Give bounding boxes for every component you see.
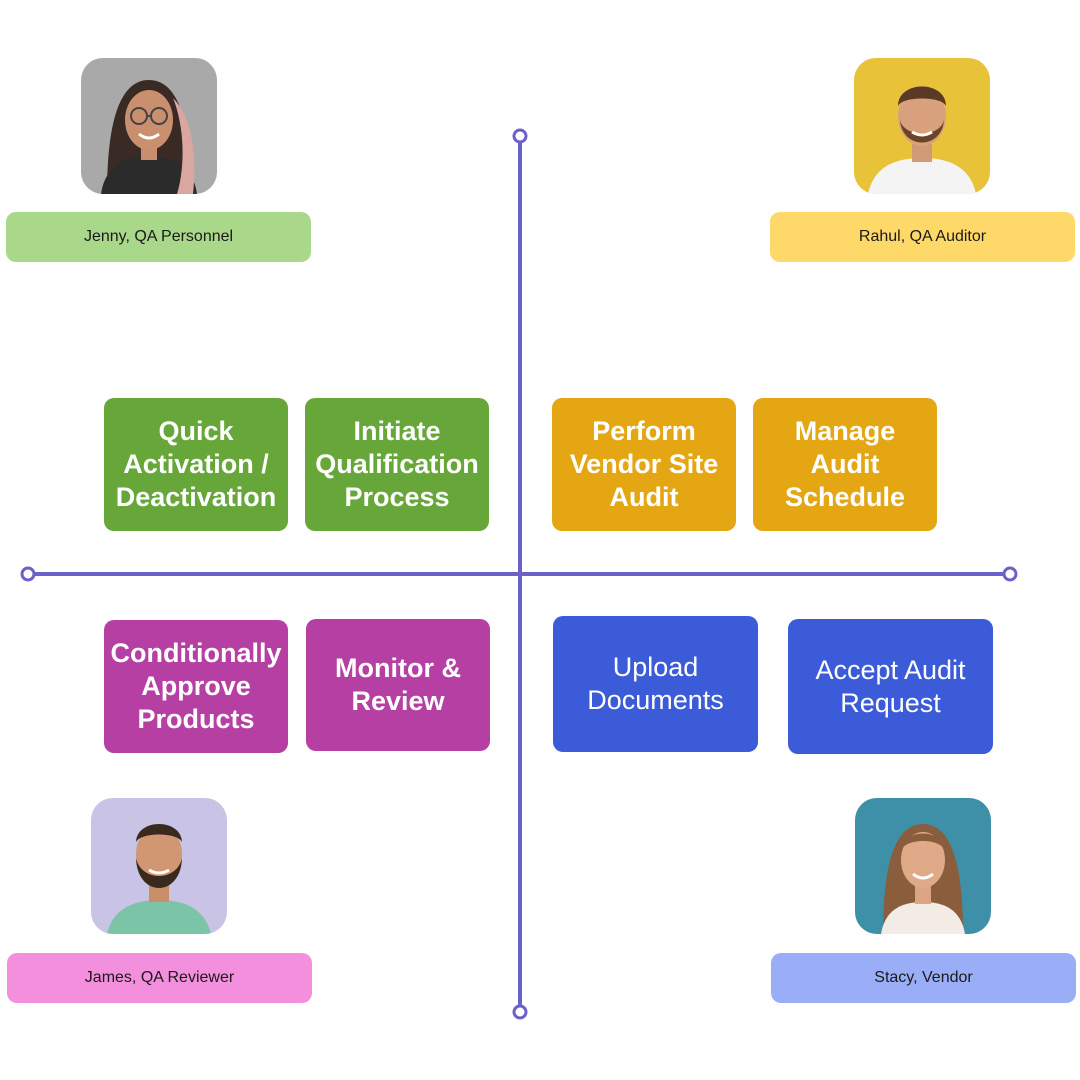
axis-endpoint-top — [512, 128, 528, 144]
manage-audit-schedule-label: Manage Audit Schedule — [784, 416, 906, 512]
stacy-avatar — [855, 798, 991, 934]
stacy-name-tag: Stacy, Vendor — [771, 953, 1076, 1003]
james-avatar — [91, 798, 227, 934]
axis-endpoint-bottom — [512, 1004, 528, 1020]
manage-audit-schedule-tile[interactable]: Manage Audit Schedule — [753, 398, 937, 531]
quick-activation-tile[interactable]: Quick Activation / Deactivation — [104, 398, 288, 531]
woman-with-glasses-icon — [81, 58, 217, 194]
james-name-tag: James, QA Reviewer — [7, 953, 312, 1003]
initiate-qualification-tile[interactable]: Initiate Qualification Process — [305, 398, 489, 531]
upload-documents-tile[interactable]: Upload Documents — [553, 616, 758, 752]
woman-icon — [855, 798, 991, 934]
conditionally-approve-tile[interactable]: Conditionally Approve Products — [104, 620, 288, 753]
axis-endpoint-right — [1002, 566, 1018, 582]
bearded-man-icon — [854, 58, 990, 194]
monitor-review-tile[interactable]: Monitor & Review — [306, 619, 490, 751]
jenny-name-tag: Jenny, QA Personnel — [6, 212, 311, 262]
perform-vendor-site-audit-tile[interactable]: Perform Vendor Site Audit — [552, 398, 736, 531]
rahul-name-tag: Rahul, QA Auditor — [770, 212, 1075, 262]
initiate-qualification-label: Initiate Qualification Process — [315, 416, 479, 512]
quick-activation-label: Quick Activation / Deactivation — [115, 416, 277, 512]
upload-documents-label: Upload Documents — [587, 652, 724, 715]
rahul-avatar — [854, 58, 990, 194]
jenny-avatar — [81, 58, 217, 194]
monitor-review-label: Monitor & Review — [335, 653, 461, 716]
accept-audit-request-tile[interactable]: Accept Audit Request — [788, 619, 993, 754]
bearded-man-icon — [91, 798, 227, 934]
accept-audit-request-label: Accept Audit Request — [815, 654, 966, 718]
axis-endpoint-left — [20, 566, 36, 582]
perform-vendor-site-audit-label: Perform Vendor Site Audit — [569, 416, 719, 512]
conditionally-approve-label: Conditionally Approve Products — [110, 638, 282, 734]
